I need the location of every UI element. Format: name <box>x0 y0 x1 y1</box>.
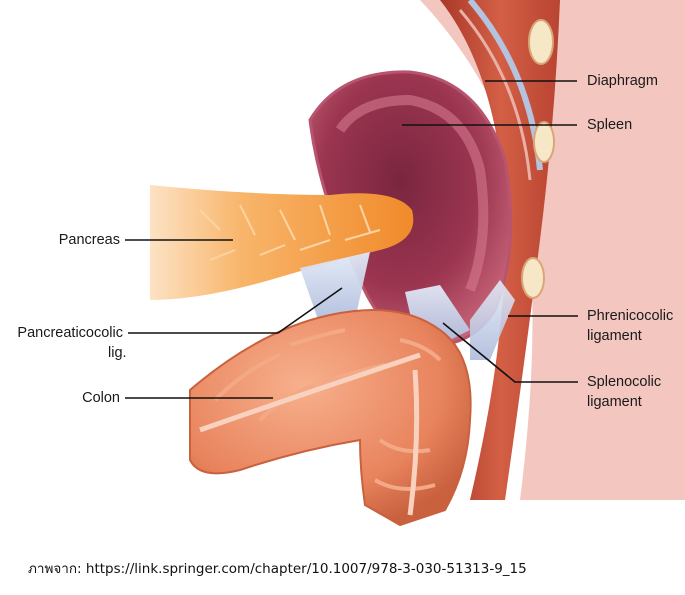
label-colon: Colon <box>82 390 120 406</box>
label-spleen: Spleen <box>587 117 633 133</box>
label-splenocolic-line2: ligament <box>587 394 642 410</box>
label-phrenicocolic-line1: Phrenicocolic <box>587 308 674 324</box>
label-phrenicocolic-line2: ligament <box>587 328 642 344</box>
pancreaticocolic-leader <box>128 287 343 334</box>
image-credit: ภาพจาก: https://link.springer.com/chapte… <box>28 561 527 577</box>
leader-lines <box>125 80 578 399</box>
splenocolic-leader <box>442 322 578 383</box>
colon-shape <box>189 309 472 527</box>
label-pancreaticocolic-line2: lig. <box>108 345 127 361</box>
label-splenocolic-line1: Splenocolic <box>587 374 662 390</box>
pancreas-shape <box>150 185 414 300</box>
label-pancreas: Pancreas <box>58 232 120 248</box>
label-diaphragm: Diaphragm <box>587 73 658 89</box>
label-pancreaticocolic-line1: Pancreaticocolic <box>17 325 123 341</box>
